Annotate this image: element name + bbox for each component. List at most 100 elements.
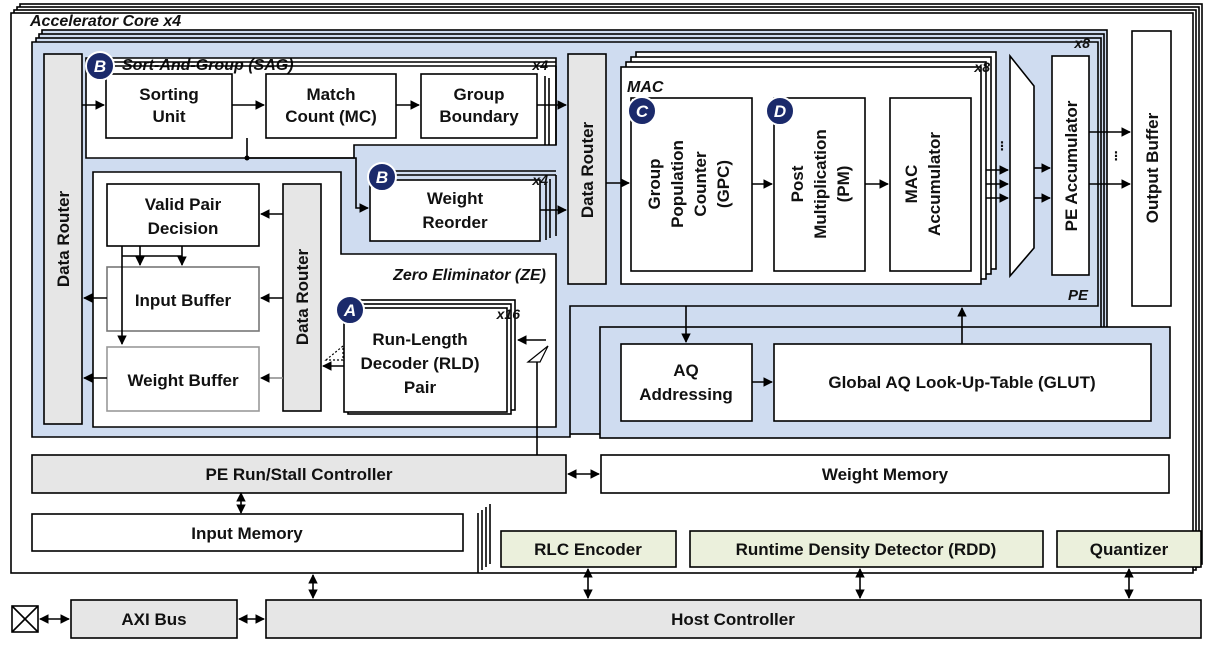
external-port-icon [11,605,39,633]
svg-text:Counter: Counter [691,151,710,217]
svg-text:MAC: MAC [627,79,664,96]
svg-text:B: B [376,168,388,187]
weight-buffer: Weight Buffer [106,346,260,412]
weight-memory: Weight Memory [600,454,1170,494]
svg-text:Input Buffer: Input Buffer [135,291,232,310]
group-boundary: Group Boundary [420,73,538,139]
svg-text:Sorting: Sorting [139,85,199,104]
svg-text:Run-Length: Run-Length [372,330,467,349]
quantizer: Quantizer [1056,530,1202,568]
group-boundary-line2: Boundary [439,107,519,126]
svg-text:x8: x8 [973,59,990,75]
weight-reorder-stack: x4 Weight Reorder [369,170,557,242]
rld-pair [343,307,508,413]
svg-text:Data Router: Data Router [54,190,73,287]
host-controller: Host Controller [265,599,1202,639]
rld-in-triangle [526,345,549,363]
svg-text:Population: Population [668,140,687,228]
ze-title: Zero Eliminator (ZE) [392,267,546,284]
axi-bus: AXI Bus [70,599,238,639]
input-memory: Input Memory [31,513,464,552]
svg-text:x16: x16 [496,306,521,322]
svg-text:RLC Encoder: RLC Encoder [534,540,642,559]
svg-text:Multiplication: Multiplication [811,129,830,239]
svg-text:Runtime Density Detector (RDD): Runtime Density Detector (RDD) [736,540,997,559]
svg-text:Weight Buffer: Weight Buffer [127,371,239,390]
match-count-line1: Match [306,85,355,104]
svg-text:Input Memory: Input Memory [191,524,303,543]
svg-text:(GPC): (GPC) [714,160,733,208]
rld-out-triangle [324,344,344,361]
svg-text:Host Controller: Host Controller [671,610,795,629]
badge-c-gpc: C [627,96,657,126]
middle-data-router: Data Router [567,53,607,285]
sag-stack-lines [96,61,557,145]
svg-text:C: C [636,102,649,121]
svg-text:AXI Bus: AXI Bus [121,610,186,629]
rlc-encoder: RLC Encoder [500,530,677,568]
pe-run-stall-controller: PE Run/Stall Controller [31,454,567,494]
match-count-line2: Count (MC) [285,107,377,126]
svg-text:Data Router: Data Router [578,121,597,218]
svg-text:Reorder: Reorder [422,213,488,232]
svg-text:D: D [774,102,786,121]
svg-text:Accumulator: Accumulator [925,132,944,236]
input-buffer: Input Buffer [106,266,260,332]
pe-out-ellipsis: ⋮ [1110,149,1122,163]
badge-b-weight-reorder: B [367,162,397,192]
mux [1009,53,1035,279]
group-boundary-line1: Group [454,85,505,104]
pe-mult: x8 [1073,35,1090,51]
valid-pair-decision: Valid Pair Decision [106,183,260,247]
svg-text:Decoder (RLD): Decoder (RLD) [360,354,479,373]
pe-label: PE [1068,287,1089,304]
svg-text:PE Accumulator: PE Accumulator [1062,100,1081,231]
runtime-density-detector: Runtime Density Detector (RDD) [689,530,1044,568]
svg-text:Global AQ Look-Up-Table (GLUT): Global AQ Look-Up-Table (GLUT) [828,373,1095,392]
gpc-block: Group Population Counter (GPC) [630,97,753,272]
rld-stack: x16 Run-Length Decoder (RLD) Pair [343,299,521,415]
mux-ellipsis: ⋮ [996,139,1008,153]
svg-text:B: B [94,57,106,76]
sorting-unit-line1: Sorting [139,85,199,104]
svg-text:PE Run/Stall Controller: PE Run/Stall Controller [205,465,392,484]
svg-text:Data Router: Data Router [293,248,312,345]
svg-text:Match: Match [306,85,355,104]
svg-text:Decision: Decision [148,219,219,238]
badge-a-rld: A [335,295,365,325]
match-count: Match Count (MC) [265,73,397,139]
aq-addressing: AQ Addressing [620,343,753,422]
svg-text:Boundary: Boundary [439,107,519,126]
glut: Global AQ Look-Up-Table (GLUT) [773,343,1152,422]
svg-text:AQ: AQ [673,361,699,380]
svg-text:Post: Post [788,165,807,202]
svg-text:Unit: Unit [152,107,185,126]
core-title: Accelerator Core x4 [29,13,181,30]
svg-text:MAC: MAC [902,165,921,204]
left-data-router: Data Router [43,53,83,425]
sorting-unit-line2: Unit [152,107,185,126]
svg-text:Addressing: Addressing [639,385,733,404]
svg-text:Group: Group [454,85,505,104]
sorting-unit: Sorting Unit [105,73,233,139]
svg-text:x4: x4 [531,172,548,188]
mac-accumulator: MAC Accumulator [889,97,972,272]
sag-mult: x4 [531,57,548,73]
svg-text:Pair: Pair [404,378,437,397]
svg-text:Valid Pair: Valid Pair [145,195,222,214]
svg-text:Output Buffer: Output Buffer [1143,112,1162,223]
pm-block: Post Multiplication (PM) [773,97,866,272]
svg-text:Quantizer: Quantizer [1090,540,1169,559]
ze-data-router: Data Router [282,183,322,412]
badge-d-pm: D [765,96,795,126]
pe-accumulator: PE Accumulator [1051,55,1090,276]
svg-text:(PM): (PM) [834,166,853,203]
svg-text:Weight Memory: Weight Memory [822,465,949,484]
svg-text:Weight: Weight [427,189,484,208]
svg-text:Group: Group [645,159,664,210]
svg-text:Count (MC): Count (MC) [285,107,377,126]
output-buffer: Output Buffer [1131,30,1172,307]
badge-b-sag: B [85,51,115,81]
svg-text:A: A [343,301,356,320]
